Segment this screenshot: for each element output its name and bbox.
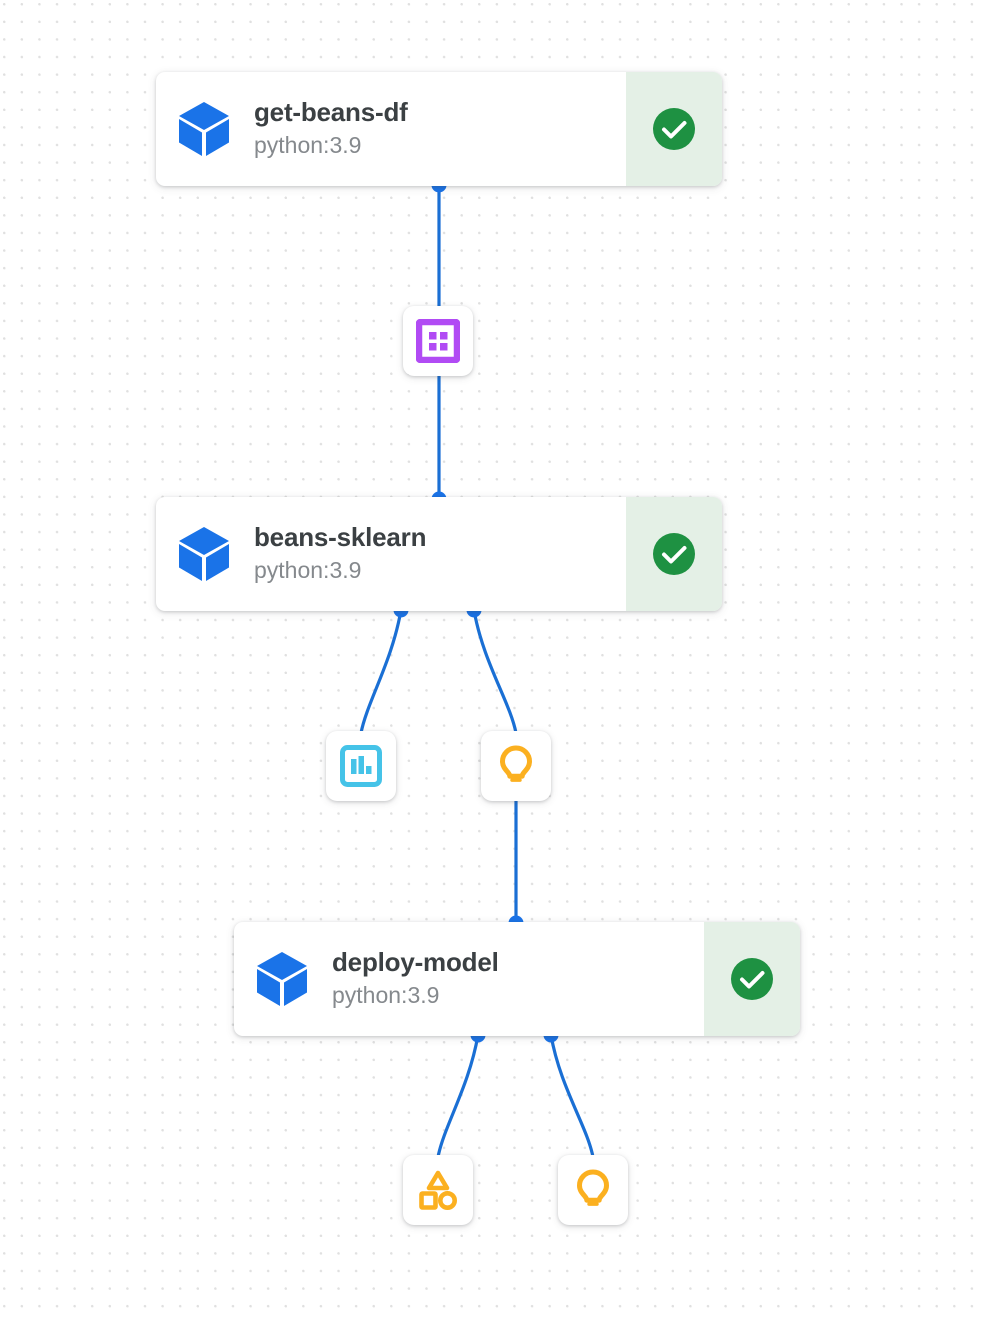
node-status-area: [704, 922, 800, 1036]
artifact-node-shapes[interactable]: [403, 1155, 473, 1225]
cube-icon: [179, 102, 229, 156]
node-icon-area: [234, 922, 330, 1036]
task-node-deploy-model[interactable]: deploy-model python:3.9: [234, 922, 800, 1036]
bar-chart-icon: [340, 745, 382, 787]
artifact-node-classification-metrics[interactable]: [326, 731, 396, 801]
task-node-get-beans-df[interactable]: get-beans-df python:3.9: [156, 72, 722, 186]
cube-icon: [179, 527, 229, 581]
check-circle-icon: [653, 108, 695, 150]
shapes-icon: [419, 1170, 457, 1210]
edge-deploy-model-to-shapes: [436, 1033, 480, 1159]
node-text-area: beans-sklearn python:3.9: [252, 497, 626, 611]
node-subtitle: python:3.9: [254, 131, 362, 158]
artifact-node-dataset[interactable]: [403, 306, 473, 376]
cube-icon: [257, 952, 307, 1006]
node-text-area: deploy-model python:3.9: [330, 922, 704, 1036]
node-text-area: get-beans-df python:3.9: [252, 72, 626, 186]
check-circle-icon: [731, 958, 773, 1000]
lightbulb-icon: [577, 1169, 609, 1206]
check-circle-icon: [653, 533, 695, 575]
artifact-node-metrics-2[interactable]: [558, 1155, 628, 1225]
node-title: get-beans-df: [254, 97, 408, 128]
node-icon-area: [156, 497, 252, 611]
edge-beans-sklearn-to-bulb: [472, 608, 518, 735]
node-title: deploy-model: [332, 947, 499, 978]
node-icon-area: [156, 72, 252, 186]
dataset-grid-icon: [416, 319, 460, 363]
artifact-node-metrics-1[interactable]: [481, 731, 551, 801]
node-subtitle: python:3.9: [332, 981, 440, 1008]
node-status-area: [626, 497, 722, 611]
task-node-beans-sklearn[interactable]: beans-sklearn python:3.9: [156, 497, 722, 611]
edge-beans-sklearn-to-chart: [359, 608, 403, 735]
edge-deploy-model-to-bulb2: [549, 1033, 595, 1159]
node-status-area: [626, 72, 722, 186]
node-subtitle: python:3.9: [254, 556, 362, 583]
lightbulb-icon: [500, 745, 532, 782]
node-title: beans-sklearn: [254, 522, 427, 553]
